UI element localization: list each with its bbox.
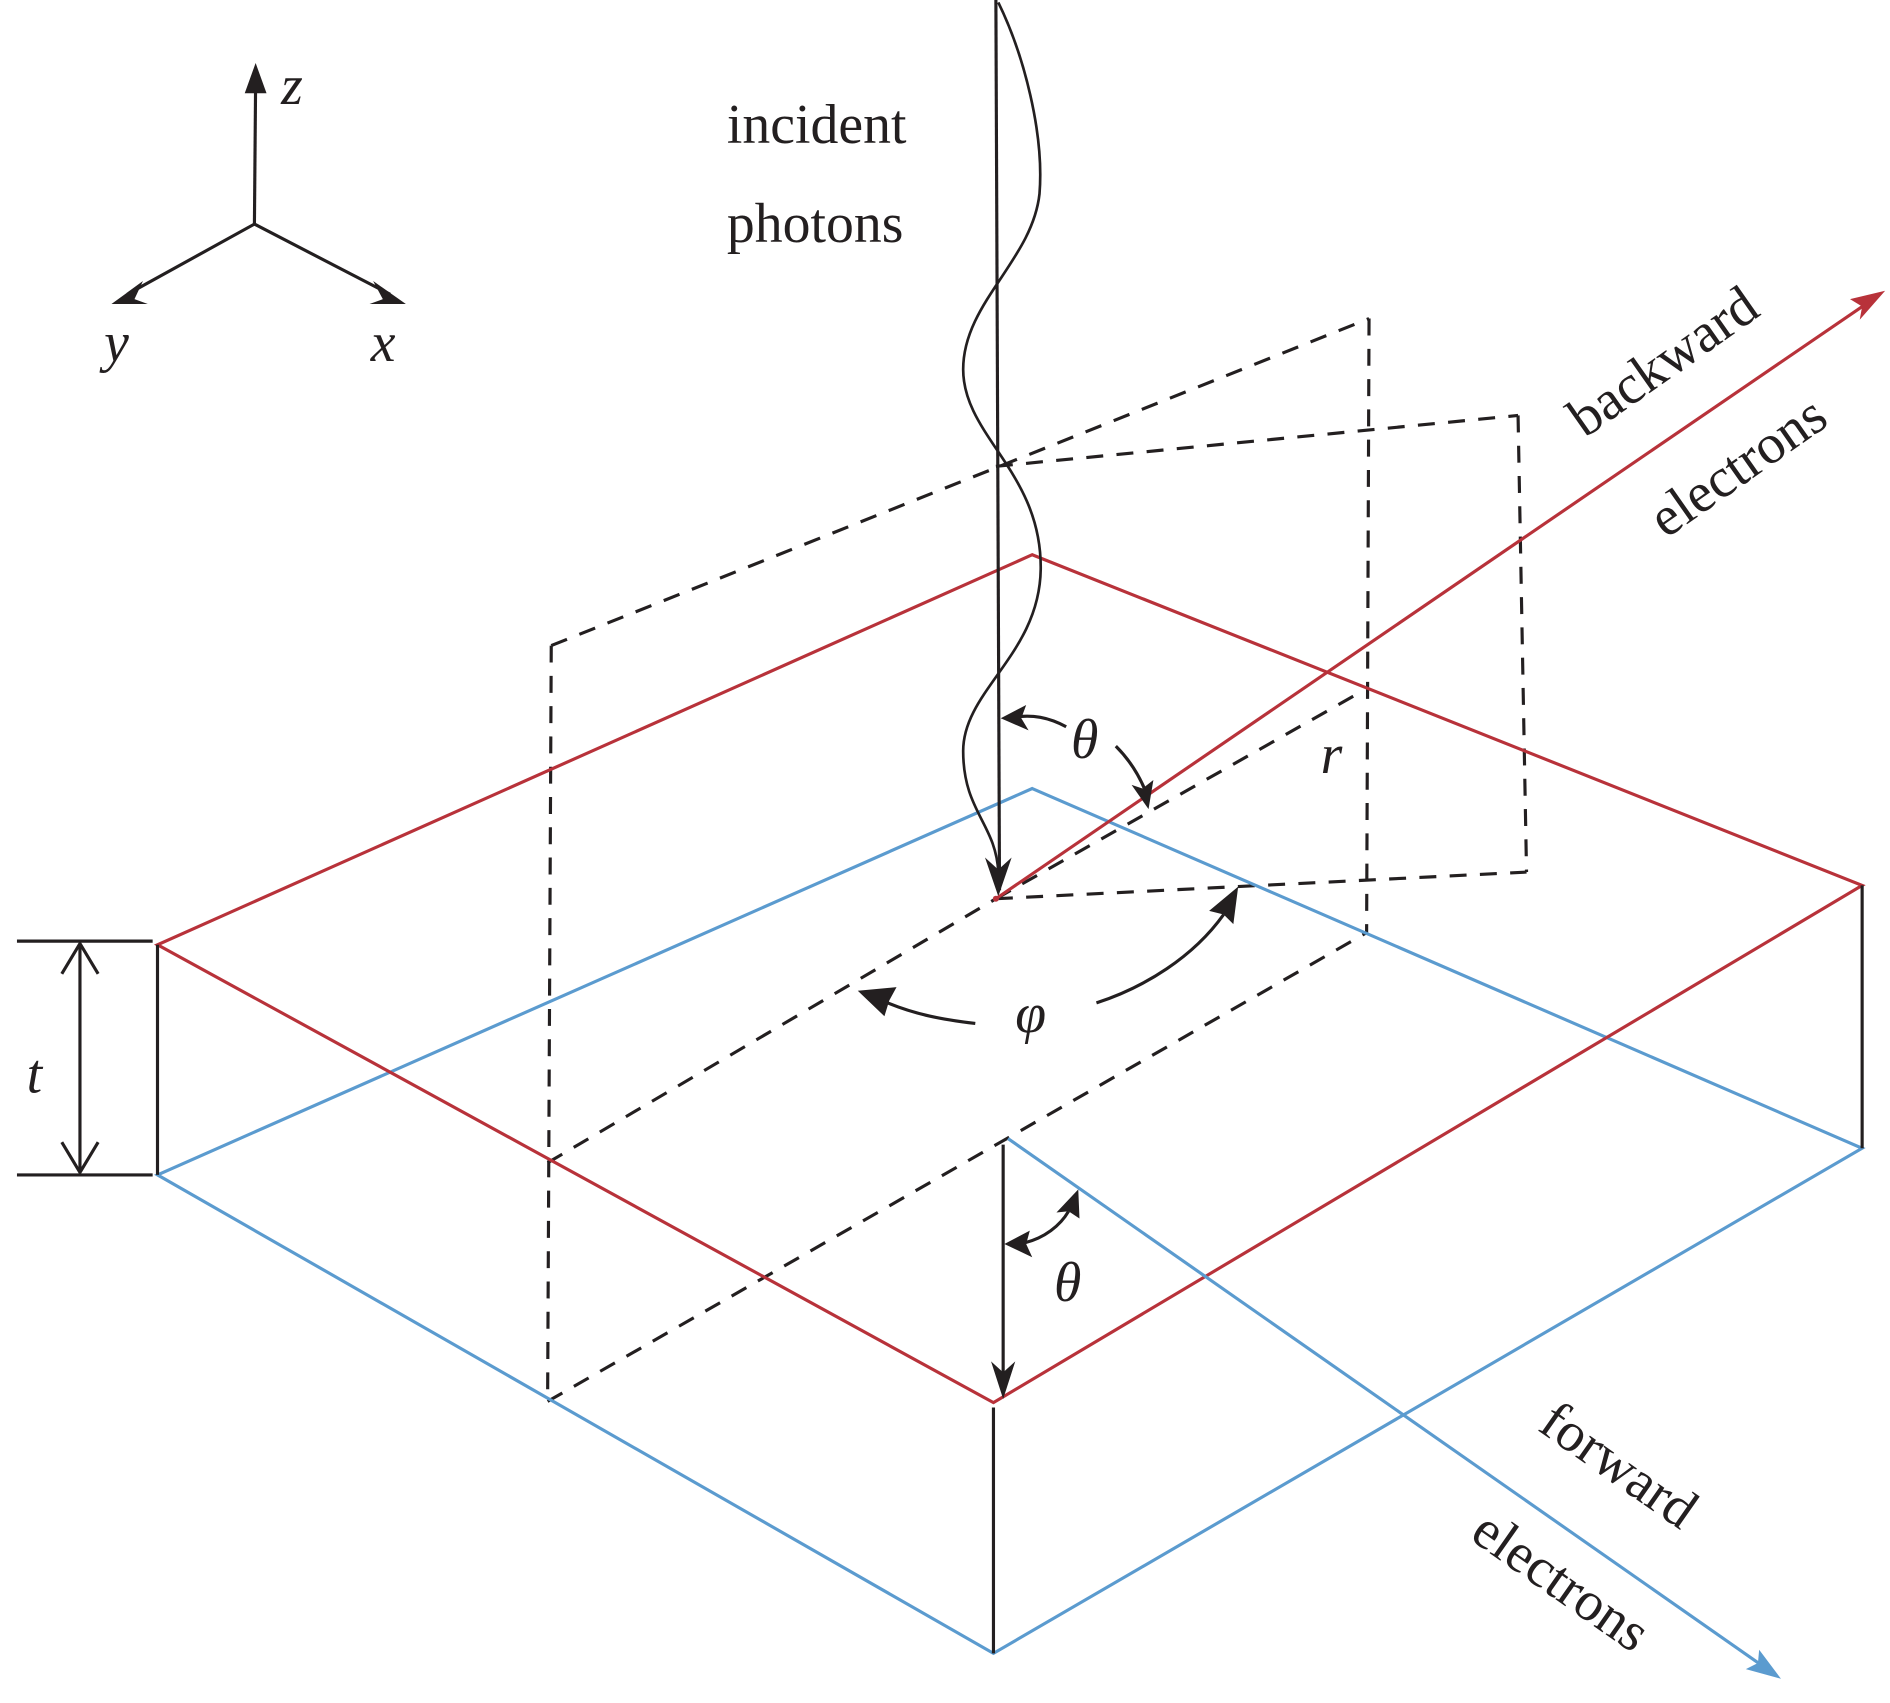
- plane-bottom-edge: [546, 931, 1368, 1403]
- phi-arc-left: [881, 999, 976, 1026]
- plane-midline-right: [995, 691, 1361, 901]
- coordinate-axes: z y x: [99, 55, 406, 374]
- emission-plane-bottom-edge: [995, 870, 1527, 901]
- forward-electron-ray: forward electrons: [1007, 1137, 1781, 1679]
- radius-label: r: [1321, 724, 1343, 786]
- y-axis-arrowhead: [111, 281, 148, 305]
- thickness-arrow-up-icon: [60, 940, 100, 975]
- emission-plane-right-edge: [1516, 415, 1529, 873]
- z-axis-arrowhead: [244, 62, 267, 94]
- y-axis: [126, 222, 256, 296]
- thickness-arrow-down-icon: [60, 1141, 100, 1176]
- x-axis-label: x: [370, 312, 396, 374]
- phi-arc-right: [1095, 913, 1225, 1005]
- z-axis-label: z: [280, 55, 303, 117]
- dashed-plane-incidence: [546, 317, 1371, 1403]
- x-axis-arrowhead: [369, 281, 406, 305]
- azimuth-phi-angle: φ: [857, 886, 1239, 1045]
- thickness-label: t: [27, 1044, 44, 1106]
- upper-theta-arc-right: [1114, 745, 1147, 791]
- incident-photon: incident photons: [727, 0, 1043, 897]
- plane-top-edge: [550, 317, 1370, 648]
- upper-theta-label: θ: [1071, 709, 1098, 771]
- thickness-marker: t: [16, 939, 153, 1177]
- forward-electron-line: [1007, 1137, 1770, 1672]
- photon-wave: [961, 1, 1043, 873]
- incident-label-line2: photons: [727, 193, 903, 255]
- forward-label-line2: electrons: [1461, 1498, 1661, 1664]
- lower-theta-arrowhead-right: [1056, 1189, 1080, 1219]
- slab-top-surface: [153, 553, 1866, 1405]
- upper-theta-arrowhead-right: [1131, 780, 1154, 810]
- backward-arrowhead: [1850, 290, 1886, 320]
- lower-theta-label: θ: [1054, 1252, 1081, 1314]
- backward-label-line1: backward: [1557, 274, 1770, 449]
- slab-bottom-surface: [154, 786, 1866, 1656]
- incident-photon-axis: [994, 0, 1002, 891]
- lower-theta-arc: [1024, 1210, 1070, 1245]
- forward-arrowhead: [1745, 1649, 1781, 1679]
- lower-theta-arrowhead-left: [1004, 1230, 1033, 1258]
- emission-origin-point: [992, 895, 999, 902]
- photon-arrowhead: [984, 857, 1012, 897]
- phi-arrowhead-right: [1209, 886, 1239, 925]
- z-axis: [252, 79, 258, 225]
- upper-theta-angle: θ r: [1000, 704, 1343, 810]
- bottom-surface-outline: [154, 786, 1866, 1656]
- y-axis-label: y: [99, 312, 129, 374]
- incident-label-line1: incident: [727, 94, 907, 156]
- backward-electron-ray: backward electrons: [994, 274, 1886, 901]
- plane-left-edge: [546, 645, 553, 1402]
- backward-electron-line: [994, 297, 1874, 901]
- top-surface-outline: [153, 553, 1866, 1405]
- emission-plane-top-edge: [995, 413, 1519, 468]
- upper-theta-arrowhead-left: [1000, 704, 1029, 731]
- x-axis: [253, 222, 391, 296]
- slab-vertical-edges: [155, 885, 1864, 1654]
- forward-label-line1: forward: [1529, 1389, 1709, 1541]
- lower-normal-arrowhead: [991, 1361, 1016, 1399]
- plane-midline-left: [546, 897, 997, 1165]
- phi-label: φ: [1015, 983, 1046, 1045]
- dashed-plane-emission: [995, 413, 1529, 901]
- plane-right-edge: [1365, 318, 1371, 933]
- phi-arrowhead-left: [857, 987, 897, 1017]
- lower-theta-angle: θ: [991, 1144, 1081, 1399]
- backward-label-line2: electrons: [1638, 384, 1838, 550]
